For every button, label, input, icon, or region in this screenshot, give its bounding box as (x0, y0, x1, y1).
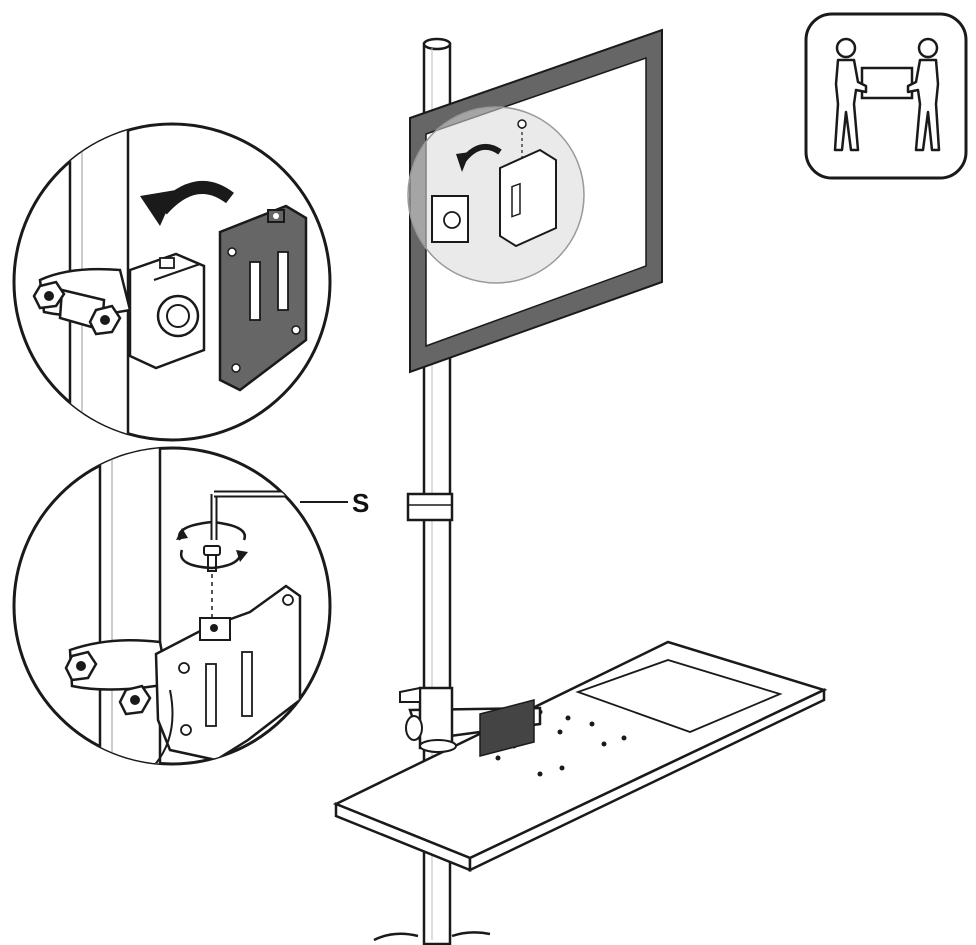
keyboard-tray (332, 640, 828, 872)
cable-clip (406, 492, 454, 522)
monitor (407, 28, 663, 374)
callout-label: S (352, 488, 369, 518)
two-person-lift-icon (804, 12, 968, 180)
rotate-arrow-icon (140, 190, 176, 226)
callout-s: S (300, 488, 369, 518)
detail-circle-attach (12, 122, 332, 442)
detail-circle-tighten (12, 446, 332, 766)
